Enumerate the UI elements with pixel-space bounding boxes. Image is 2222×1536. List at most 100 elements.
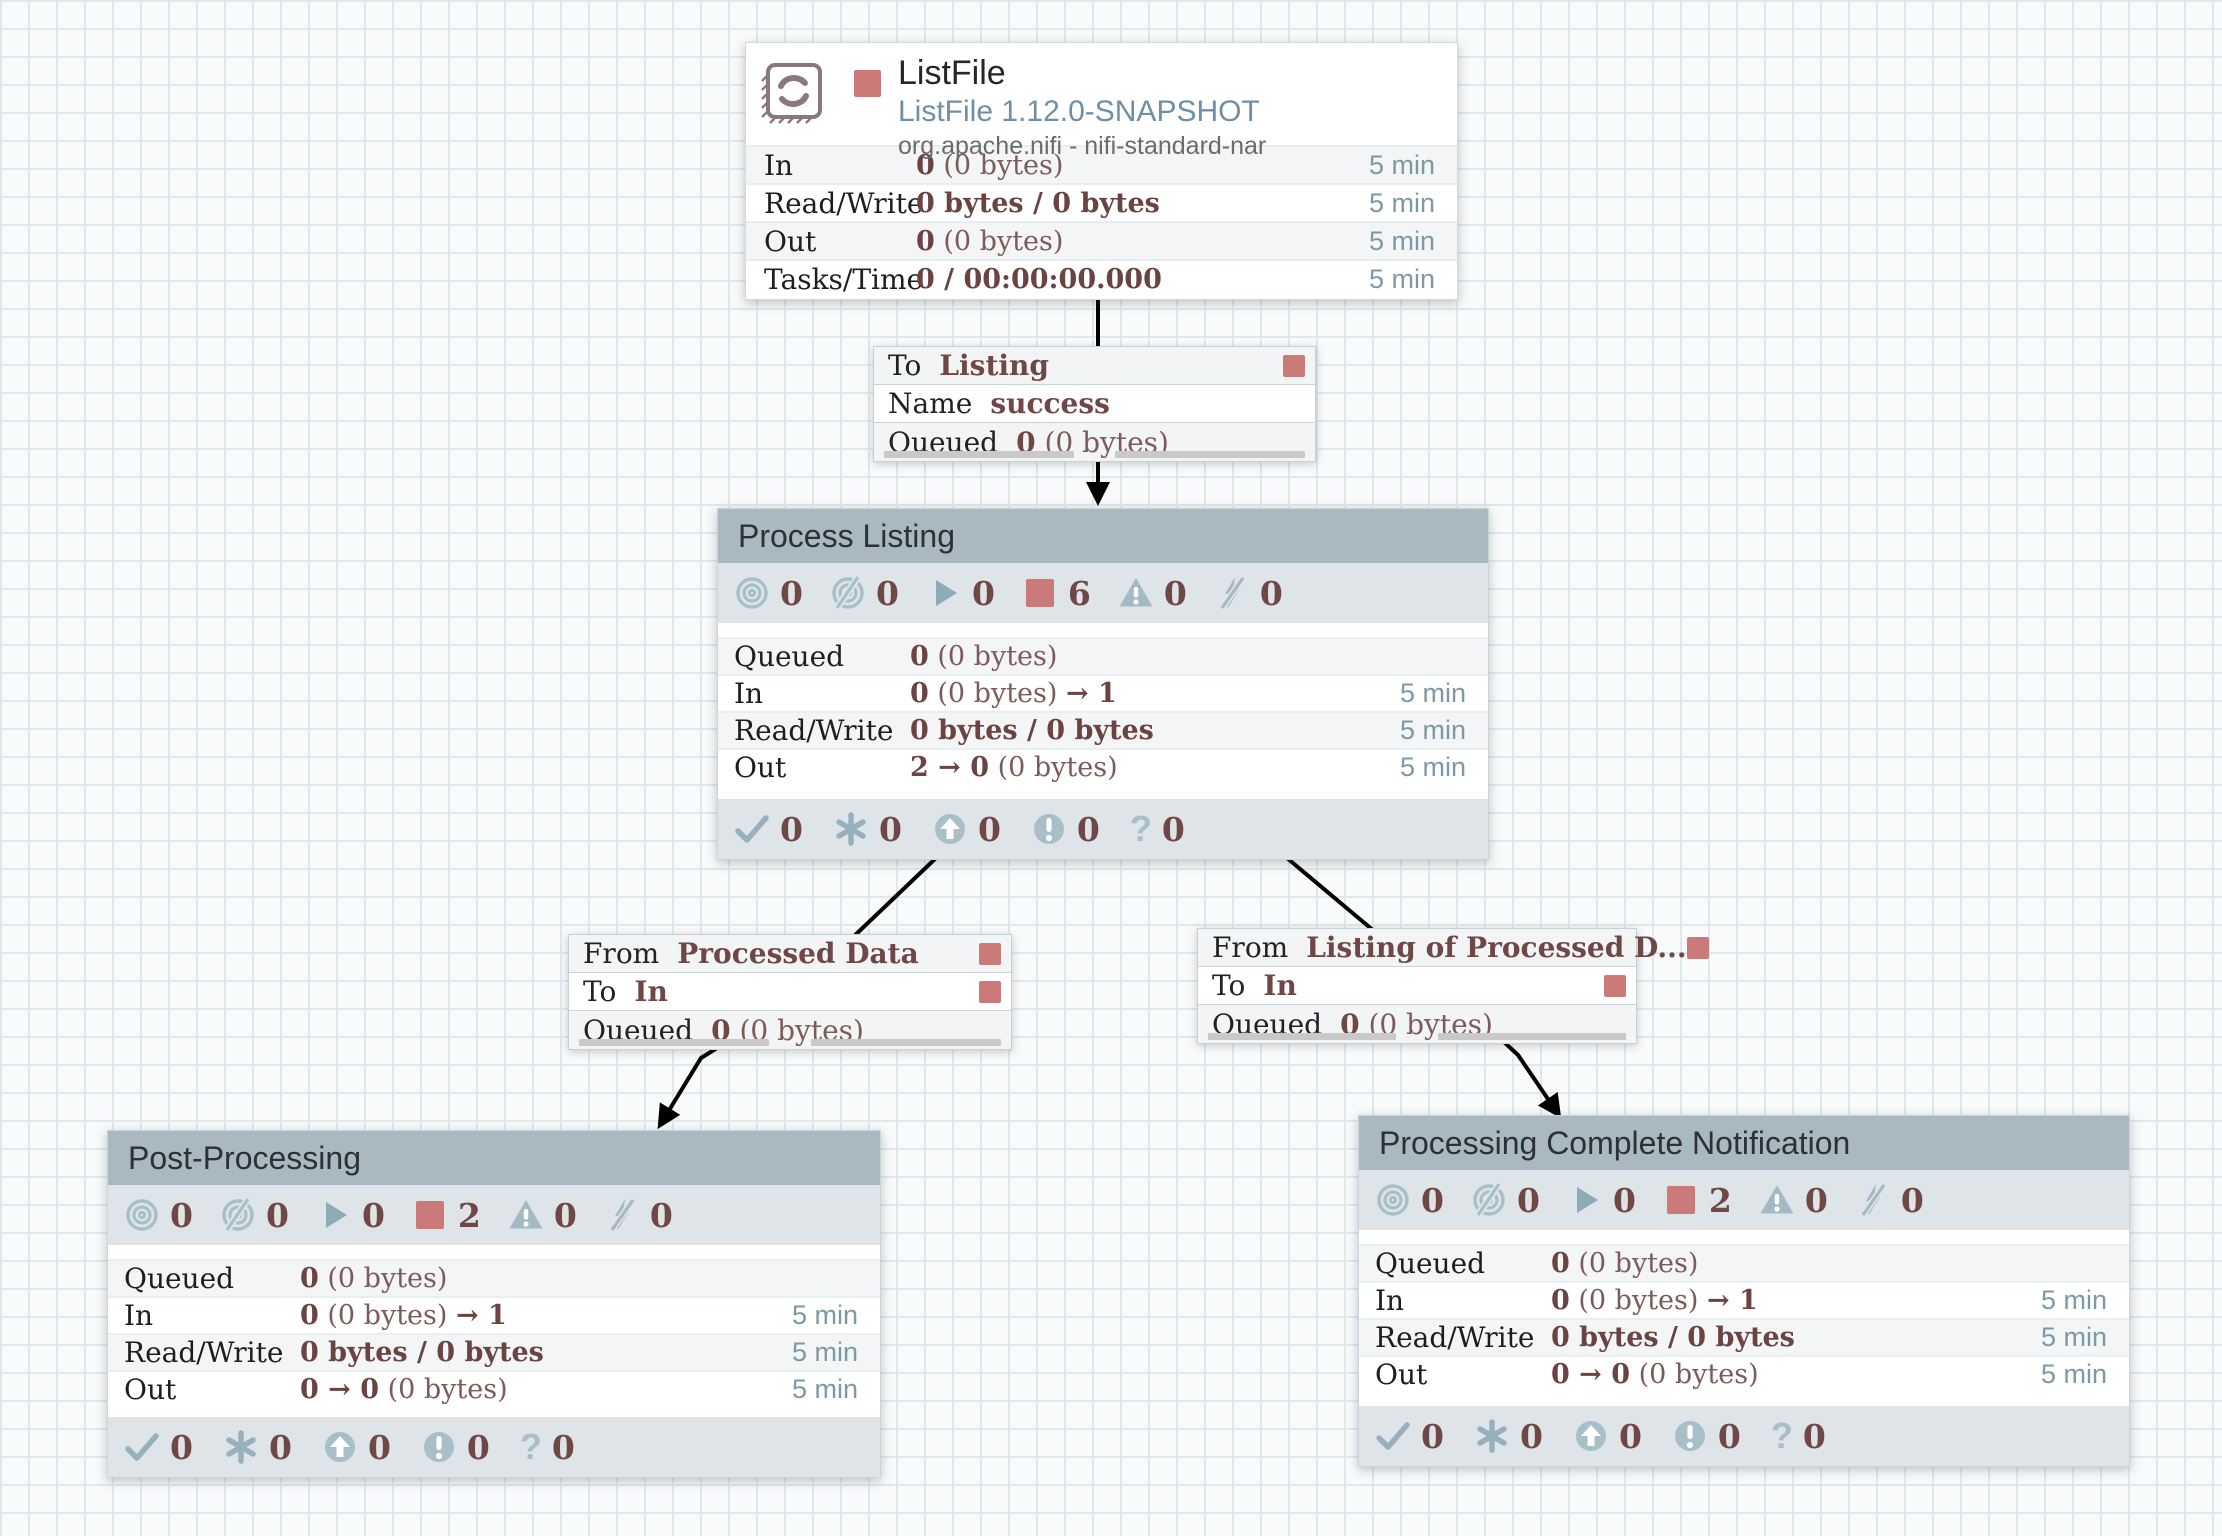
stat-row-read-write: Read/Write 0 bytes / 0 bytes 5 min (746, 183, 1457, 221)
connection-to-row: To Listing (874, 347, 1315, 385)
group-header: Process Listing (718, 509, 1488, 563)
stat-window: 5 min (1368, 263, 1435, 294)
not-transmitting-icon (1471, 1182, 1507, 1218)
processor-listfile[interactable]: ListFile ListFile 1.12.0-SNAPSHOT org.ap… (745, 42, 1458, 300)
stat-value: 0 (0 bytes) (300, 1263, 448, 1294)
stopped-icon (1022, 575, 1058, 611)
connection-to-label: To (583, 975, 617, 1008)
disabled-count: 0 (1259, 573, 1283, 613)
locally-modified-count: 0 (878, 809, 902, 849)
connection-from-label: From (1212, 931, 1289, 964)
transmitting-count: 0 (1421, 1180, 1444, 1220)
stale-icon (1573, 1418, 1609, 1454)
group-stats: Queued 0 (0 bytes) In 0 (0 bytes) → 1 5 … (108, 1245, 880, 1417)
process-group-processing-complete-notification[interactable]: Processing Complete Notification 0 0 0 2… (1358, 1115, 2130, 1467)
stopped-badge-icon (1686, 936, 1709, 959)
transmitting-icon (734, 575, 770, 611)
stat-window: 5 min (1368, 225, 1435, 256)
locally-modified-icon (223, 1429, 259, 1465)
stopped-badge-icon (1604, 974, 1626, 997)
processor-name: ListFile (898, 54, 1006, 92)
stat-value: 0 (0 bytes) → 1 (300, 1300, 507, 1331)
connection-queued-row: Queued 0 (0 bytes) (874, 423, 1315, 461)
connection-to-row: To In (1198, 967, 1636, 1005)
stat-label: Queued (1375, 1247, 1486, 1280)
not-transmitting-count: 0 (1516, 1180, 1540, 1220)
locally-modified-icon (833, 811, 869, 847)
stat-label: In (124, 1299, 154, 1332)
up-to-date-icon (734, 811, 770, 847)
connection-to-row: To In (569, 973, 1011, 1011)
locally-modified-count: 0 (268, 1427, 292, 1467)
stat-label: In (764, 148, 794, 182)
queue-size-bar (1437, 1033, 1626, 1040)
stat-label: Out (734, 751, 787, 784)
processor-bundle: org.apache.nifi - nifi-standard-nar (898, 132, 1267, 160)
connection-to-label: To (1212, 969, 1246, 1002)
stat-value: 0 bytes / 0 bytes (1551, 1322, 1795, 1353)
stat-value: 0 bytes / 0 bytes (916, 187, 1160, 219)
stopped-state-icon (854, 70, 881, 97)
group-version-bar: 0 0 0 0 ?0 (108, 1417, 880, 1477)
stat-window: 5 min (2040, 1285, 2107, 1315)
stat-value: 0 (0 bytes) (916, 149, 1064, 181)
process-group-post-processing[interactable]: Post-Processing 0 0 0 2 0 0 Queued 0 (0 … (107, 1130, 881, 1478)
stat-window: 5 min (1368, 149, 1435, 180)
stat-value: 0 (0 bytes) (1551, 1248, 1699, 1279)
transmitting-icon (1375, 1182, 1411, 1218)
queue-count-bar (579, 1039, 770, 1046)
disabled-icon (604, 1197, 640, 1233)
sync-failure-count: 0 (1802, 1416, 1826, 1456)
group-stats: Queued 0 (0 bytes) In 0 (0 bytes) → 1 5 … (718, 623, 1488, 799)
stale-count: 0 (1618, 1416, 1642, 1456)
stat-window: 5 min (791, 1300, 858, 1330)
stat-value: 0 (0 bytes) → 1 (1551, 1285, 1758, 1316)
stopped-count: 6 (1067, 573, 1091, 613)
connection-label-processed-data[interactable]: From Processed Data To In Queued 0 (0 by… (568, 934, 1012, 1050)
stopped-icon (412, 1197, 448, 1233)
stopped-icon (1663, 1182, 1699, 1218)
disabled-count: 0 (1900, 1180, 1924, 1220)
stat-window: 5 min (2040, 1322, 2107, 1352)
stat-value: 0 (0 bytes) (916, 225, 1064, 257)
stat-window: 5 min (1368, 187, 1435, 218)
stat-label: Read/Write (124, 1336, 284, 1369)
process-group-process-listing[interactable]: Process Listing 0 0 0 6 0 0 Queued 0 (0 … (717, 508, 1489, 860)
connection-label-listing-of-processed-data[interactable]: From Listing of Processed D... To In Que… (1197, 928, 1709, 1044)
stat-label: Queued (734, 640, 845, 673)
group-title: Processing Complete Notification (1379, 1124, 1851, 1161)
stat-row-out: Out 2 → 0 (0 bytes) 5 min (718, 748, 1488, 785)
stopped-badge-icon (1283, 354, 1305, 377)
processor-header: ListFile ListFile 1.12.0-SNAPSHOT org.ap… (746, 43, 1457, 159)
running-count: 0 (971, 573, 995, 613)
group-stats: Queued 0 (0 bytes) In 0 (0 bytes) → 1 5 … (1359, 1230, 2129, 1406)
connection-label-listing[interactable]: To Listing Name success Queued 0 (0 byte… (873, 346, 1316, 462)
sync-failure-count: 0 (551, 1427, 575, 1467)
stat-label: Read/Write (734, 714, 894, 747)
up-to-date-count: 0 (170, 1427, 193, 1467)
stat-value: 0 (0 bytes) (910, 641, 1058, 672)
stat-row-tasks-time: Tasks/Time 0 / 00:00:00.000 5 min (746, 259, 1457, 297)
disabled-icon (1855, 1182, 1891, 1218)
not-transmitting-count: 0 (265, 1195, 289, 1235)
stat-window: 5 min (1399, 752, 1466, 782)
stat-row-in: In 0 (0 bytes) 5 min (746, 145, 1457, 183)
sync-failure-icon: ? (1129, 808, 1152, 849)
up-to-date-icon (124, 1429, 160, 1465)
transmitting-count: 0 (780, 573, 803, 613)
not-transmitting-icon (220, 1197, 256, 1233)
stat-label: Read/Write (1375, 1321, 1535, 1354)
connection-from-row: From Processed Data (569, 935, 1011, 973)
connection-from-value: Listing of Processed D... (1306, 931, 1687, 964)
stat-row-in: In 0 (0 bytes) → 1 5 min (718, 674, 1488, 711)
disabled-icon (1214, 575, 1250, 611)
stopped-badge-icon (979, 980, 1001, 1003)
group-version-bar: 0 0 0 0 ?0 (1359, 1406, 2129, 1466)
group-title: Post-Processing (128, 1139, 361, 1176)
processor-type: ListFile 1.12.0-SNAPSHOT (898, 95, 1260, 128)
invalid-count: 0 (553, 1195, 577, 1235)
connection-to-label: To (888, 349, 922, 382)
group-version-bar: 0 0 0 0 ?0 (718, 799, 1488, 859)
group-header: Processing Complete Notification (1359, 1116, 2129, 1170)
